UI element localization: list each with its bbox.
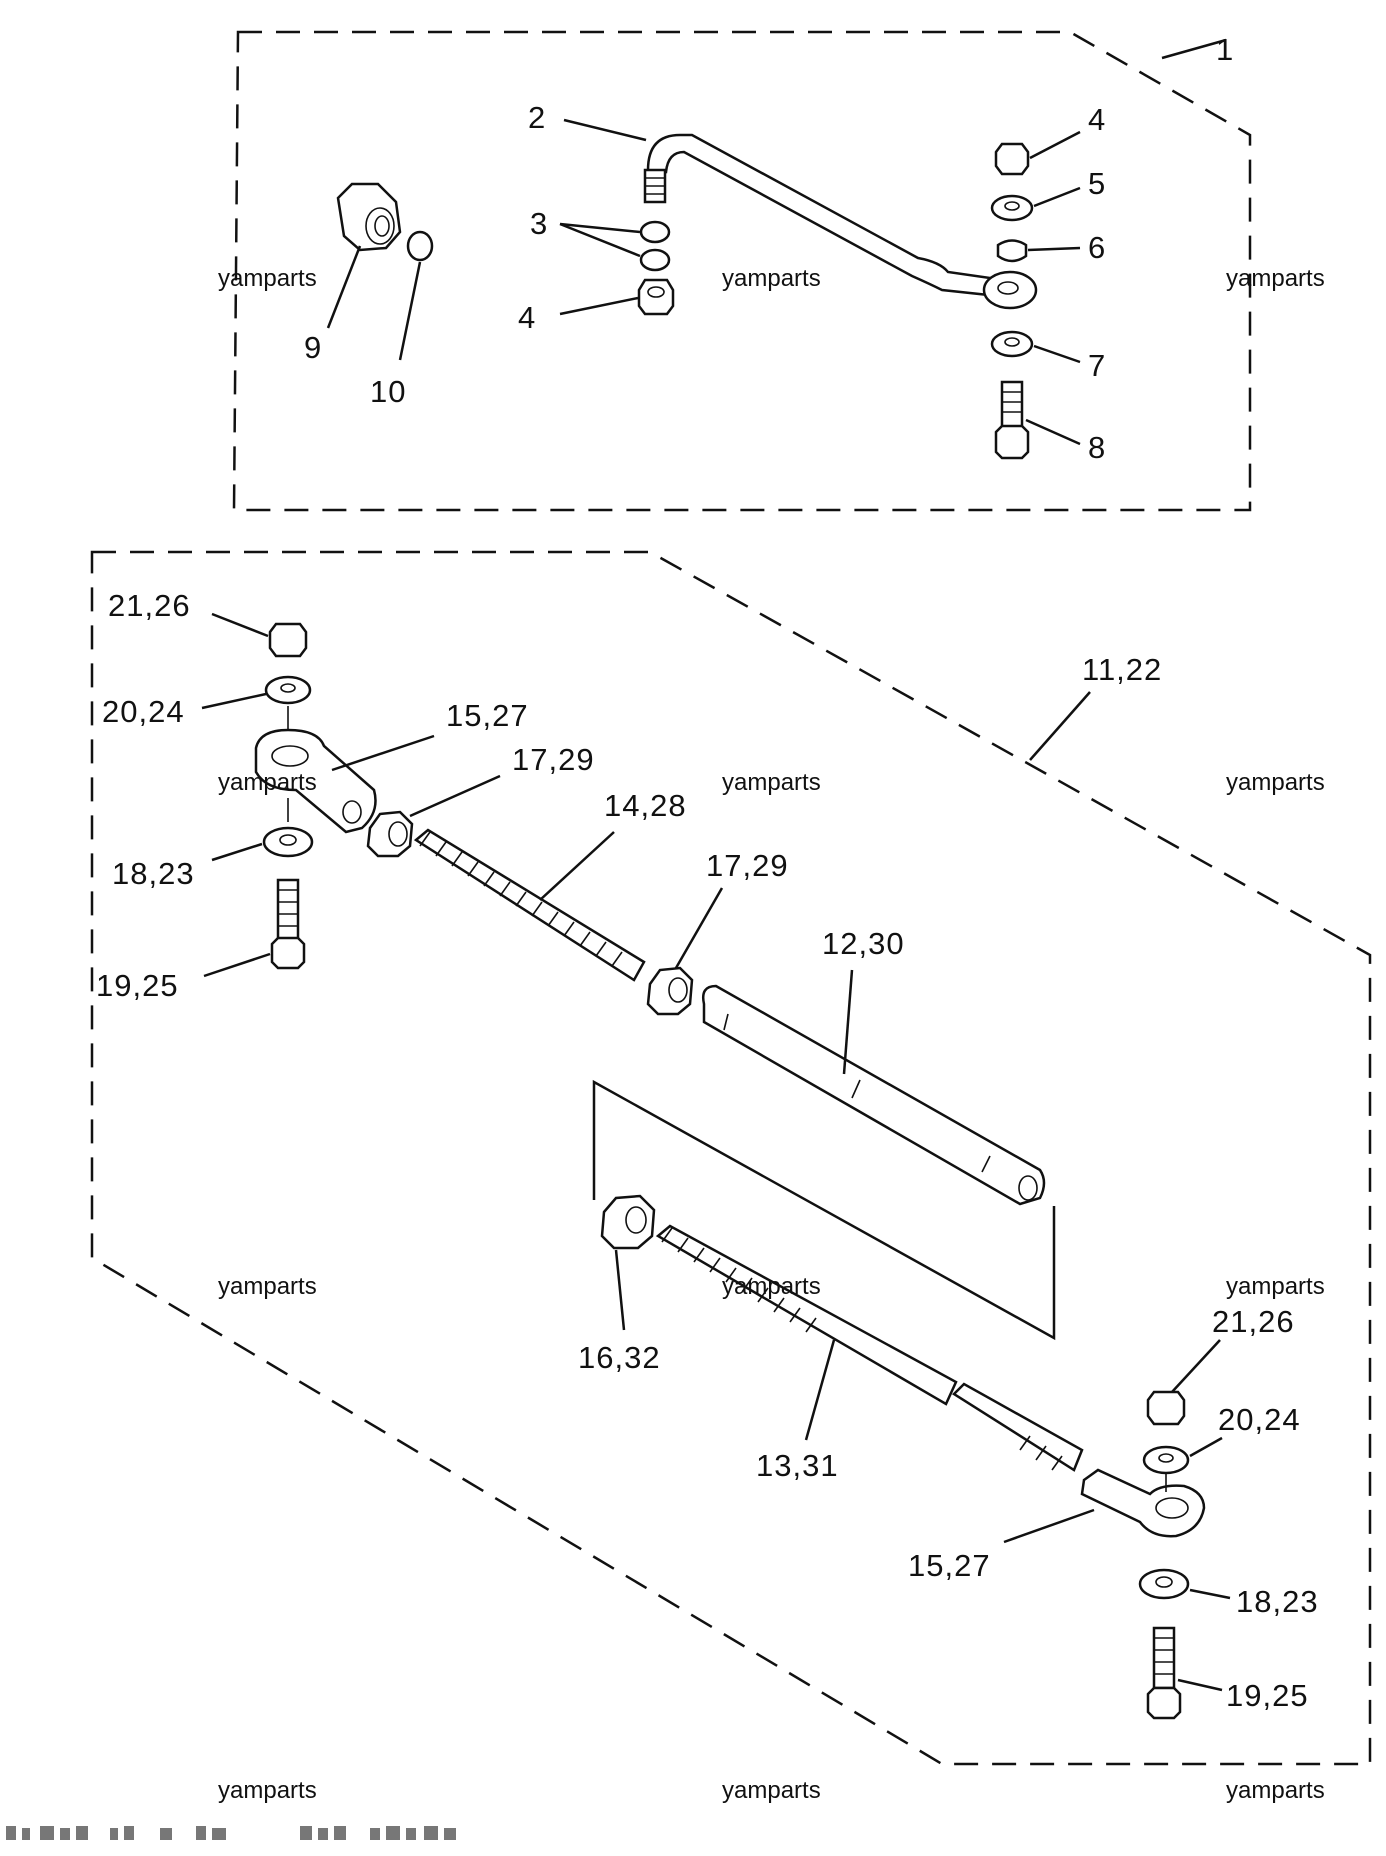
bolt-part-19-right-shank [1152,1626,1176,1690]
callout-1: 1 [1216,32,1234,67]
callout-7: 7 [1088,348,1106,383]
rod-end-part-15-left [254,728,377,834]
callout-4-left: 4 [518,300,536,335]
upper-assembly-group [232,30,1252,512]
washer-part-7 [990,330,1034,358]
o-ring-part-10 [406,230,434,262]
watermark: yamparts [1226,265,1325,292]
callout-8: 8 [1088,430,1106,465]
callout-13-31: 13,31 [756,1448,839,1483]
drag-link-part [646,133,1006,298]
callout-18-23-right: 18,23 [1236,1584,1319,1619]
threaded-rod-part-13-threads [661,1227,1063,1471]
nut-part-21-left [268,622,308,658]
scan-noise [6,1826,456,1840]
callout-17-29-left: 17,29 [512,742,595,777]
threaded-rod-part-14 [413,828,646,982]
callout-labels: 1 2 3 4 4 5 6 7 8 9 10 11,22 21,26 20,24… [96,32,1319,1713]
jam-nut-part-17-left [366,810,414,858]
washer-part-5 [990,194,1034,222]
callout-20-24-right: 20,24 [1218,1402,1301,1437]
nut-part-21-right [1146,1390,1186,1426]
lower-assembly-group [90,550,1372,1766]
watermark: yamparts [722,1777,821,1804]
nut-part-4-right [994,142,1030,176]
watermark-grid: yamparts yamparts yamparts yamparts yamp… [218,265,1325,1804]
swivel-nut-part-9 [336,182,402,252]
threaded-rod-part-13 [655,1224,958,1406]
threaded-rod-part-14-threads [419,831,623,967]
bolt-part-19-right-head [1146,1686,1182,1720]
bolt-part-19-left-shank [276,878,300,942]
callout-12-30: 12,30 [822,926,905,961]
callout-4-right: 4 [1088,102,1106,137]
callout-9: 9 [304,330,322,365]
tie-rod-pipe-part-12 [702,984,1046,1206]
washer-part-20-left [264,675,312,705]
washer-part-3b [639,248,671,272]
watermark: yamparts [722,1273,821,1300]
watermark: yamparts [1226,769,1325,796]
detail-bracket-line [592,1079,1056,1341]
callout-18-23-left: 18,23 [112,856,195,891]
drag-link-eye [982,270,1038,310]
callout-16-32: 16,32 [578,1340,661,1375]
bolt-part-8-head [994,424,1030,460]
bolt-part-19-left-head [270,936,306,970]
upper-assembly-boundary [232,30,1252,512]
callout-3: 3 [530,206,548,241]
callout-20-24-left: 20,24 [102,694,185,729]
callout-19-25-right: 19,25 [1226,1678,1309,1713]
watermark: yamparts [218,1777,317,1804]
callout-5: 5 [1088,166,1106,201]
watermark: yamparts [218,1273,317,1300]
watermark: yamparts [218,769,317,796]
washer-part-18-left [262,826,314,858]
callout-11-22: 11,22 [1082,652,1162,687]
callout-6: 6 [1088,230,1106,265]
jam-nut-part-17-middle [646,966,694,1016]
callout-21-26-right: 21,26 [1212,1304,1295,1339]
watermark: yamparts [722,265,821,292]
callout-15-27-left: 15,27 [446,698,529,733]
washer-part-18-right [1138,1568,1190,1600]
collar-part-6 [996,239,1028,263]
callout-10: 10 [370,374,406,409]
watermark: yamparts [722,769,821,796]
bolt-part-8-shank [1000,380,1024,432]
rod-end-part-15-right [1080,1468,1206,1538]
callout-17-29-middle: 17,29 [706,848,789,883]
washer-part-3a [639,220,671,244]
washer-part-20-right [1142,1445,1190,1475]
callout-19-25-left: 19,25 [96,968,179,1003]
watermark: yamparts [1226,1777,1325,1804]
watermark: yamparts [1226,1273,1325,1300]
callout-21-26-left: 21,26 [108,588,191,623]
callout-14-28: 14,28 [604,788,687,823]
callout-2: 2 [528,100,546,135]
callout-15-27-right: 15,27 [908,1548,991,1583]
watermark: yamparts [218,265,317,292]
